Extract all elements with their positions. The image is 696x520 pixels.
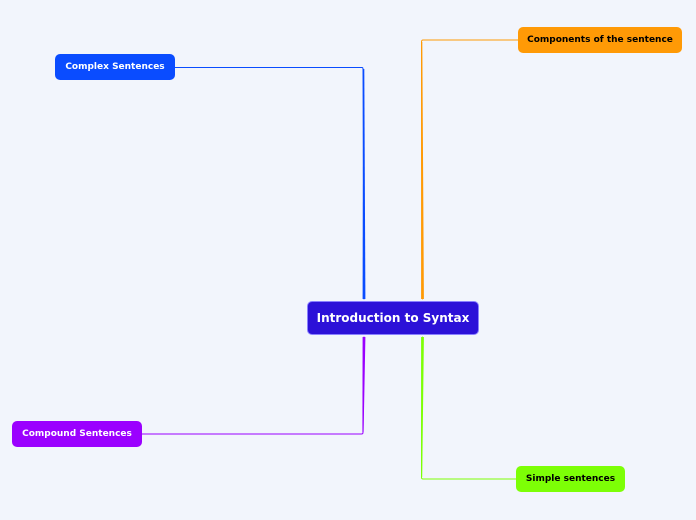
topic-compound-sentences[interactable]: Compound Sentences [12, 421, 142, 447]
connector-trunk-compound [362, 337, 366, 432]
central-topic[interactable]: Introduction to Syntax [307, 301, 479, 335]
topic-simple-sentences-label: Simple sentences [525, 474, 616, 484]
connector-trunk-components [421, 42, 424, 299]
connector-trunk-complex [362, 69, 366, 299]
connector-compound [141, 336, 365, 435]
topic-complex-sentences[interactable]: Complex Sentences [55, 54, 175, 80]
topic-components-of-the-sentence-label: Components of the sentence [527, 35, 673, 45]
connector-complex [174, 67, 365, 300]
topic-simple-sentences[interactable]: Simple sentences [516, 466, 625, 492]
central-topic-label: Introduction to Syntax [316, 311, 470, 325]
topic-compound-sentences-label: Compound Sentences [22, 429, 132, 439]
connector-trunk-simple [421, 337, 424, 477]
connector-components [420, 39, 519, 300]
topic-components-of-the-sentence[interactable]: Components of the sentence [518, 27, 682, 53]
topic-complex-sentences-label: Complex Sentences [65, 62, 165, 72]
connector-simple [420, 336, 517, 480]
